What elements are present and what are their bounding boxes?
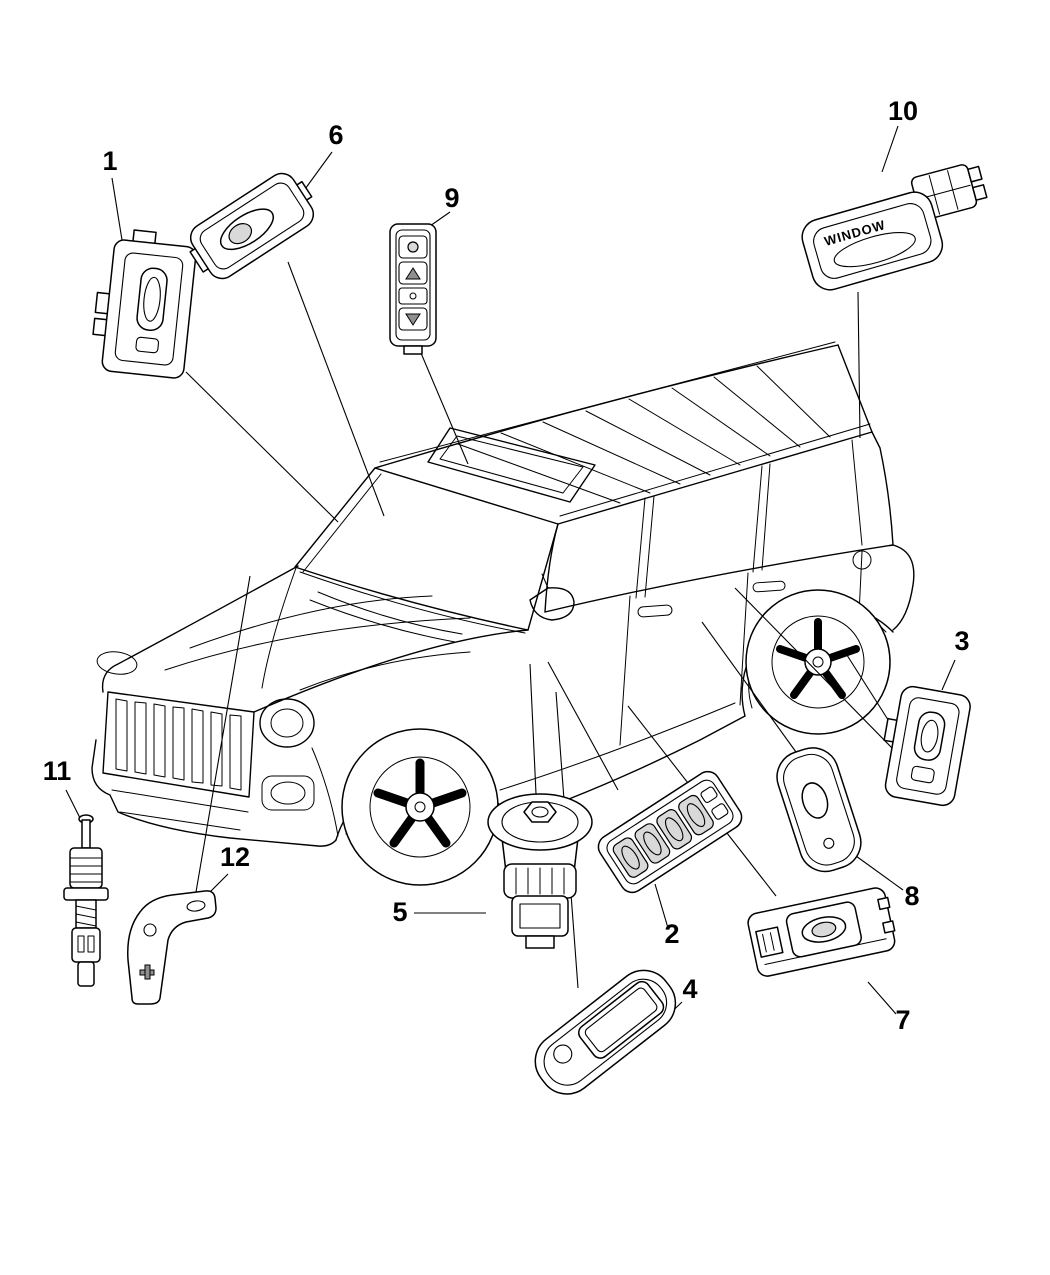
part-4-console-bezel (534, 969, 677, 1095)
leader-part-8 (701, 621, 797, 753)
door-handle-rear (752, 580, 786, 593)
leader-part-12 (195, 575, 251, 893)
callout-9: 9 (444, 183, 459, 213)
part-9-switch-bank (389, 223, 437, 355)
callouts: 1 2 3 4 5 6 7 8 9 10 11 12 (43, 96, 970, 1035)
leader-part-2 (547, 661, 619, 791)
fuel-door (852, 550, 872, 570)
vehicle-illustration (91, 341, 915, 886)
leader-part-3a (844, 651, 893, 727)
callout-11: 11 (43, 756, 72, 786)
part-12-bracket (127, 890, 217, 1005)
hood (101, 565, 529, 837)
fog-lamp (261, 775, 315, 811)
grille (102, 691, 255, 798)
leader-callout-1 (111, 177, 123, 241)
sunroof (427, 427, 596, 503)
side-mirror (529, 573, 575, 621)
part-5-rotary-switch (487, 793, 593, 949)
part-1-switch-module (92, 229, 197, 379)
leader-callout-8 (855, 855, 904, 891)
headlamp (96, 651, 315, 748)
callout-8: 8 (904, 881, 919, 911)
roof-rails (374, 341, 873, 525)
callout-7: 7 (895, 1005, 910, 1035)
callout-12: 12 (220, 842, 250, 872)
callout-10: 10 (888, 96, 918, 126)
leader-callout-10 (881, 125, 899, 173)
leader-callout-2 (654, 883, 669, 929)
windshield (294, 467, 559, 643)
leader-part-9 (417, 345, 469, 465)
door-handle-front (637, 604, 673, 618)
leader-part-1 (185, 371, 339, 523)
callout-3: 3 (954, 626, 969, 656)
callout-4: 4 (682, 974, 697, 1004)
part-10-window-bezel: WINDOW (801, 191, 944, 291)
leader-callout-9 (429, 211, 451, 227)
callout-6: 6 (328, 120, 343, 150)
leader-callout-7 (867, 981, 897, 1015)
front-bumper (91, 739, 337, 847)
leader-callout-3 (941, 659, 956, 691)
leader-lines (65, 125, 956, 1029)
leader-part-5 (529, 663, 537, 795)
part-2-master-window-switch (597, 770, 743, 894)
callout-5: 5 (392, 897, 407, 927)
callout-2: 2 (664, 919, 679, 949)
leader-part-3b (734, 587, 893, 749)
part-11-plunger-switch (63, 814, 109, 987)
leader-part-6 (287, 261, 385, 517)
leader-part-10 (857, 291, 861, 439)
side-windows (544, 431, 894, 613)
part-8-switch-plate (776, 747, 862, 873)
rear-wheel (741, 589, 894, 735)
roof-ribs (457, 365, 831, 504)
part-3-switch (883, 685, 971, 807)
leader-callout-11 (65, 789, 81, 819)
front-wheel (335, 728, 506, 886)
callout-1: 1 (102, 146, 117, 176)
part-7-switch-panel (747, 887, 896, 977)
part-6-overhead-switch (189, 172, 315, 280)
